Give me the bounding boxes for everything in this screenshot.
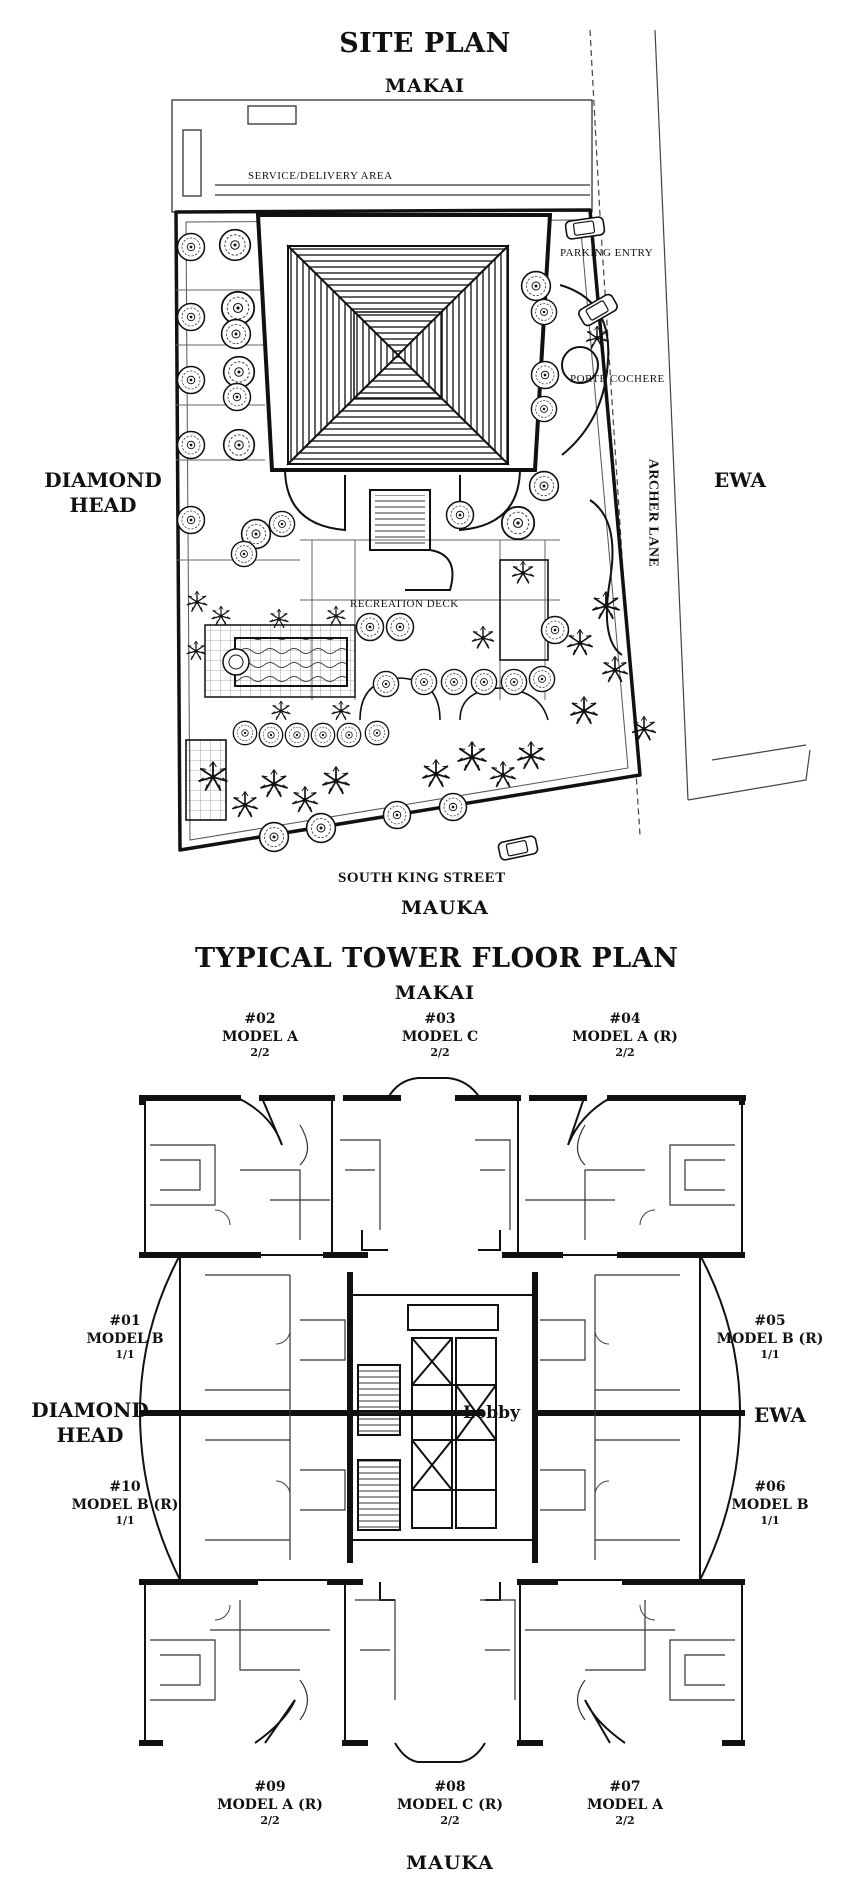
site-diamond-head-label: DIAMOND HEAD [44,468,162,517]
floor-diamond-head-label: DIAMOND HEAD [31,1398,149,1447]
archer-lane-label: ARCHER LANE [645,458,661,568]
parking-entry-label: PARKING ENTRY [560,247,654,259]
tower-roof [255,213,553,472]
site-ewa-label: EWA [714,468,766,492]
pool [204,624,356,698]
recreation-deck-label: RECREATION DECK [350,598,459,610]
archer-lane [589,29,811,836]
floor-makai-label: MAKAI [394,982,476,1004]
floor-plan-title: TYPICAL TOWER FLOOR PLAN [195,943,679,974]
lobby-label: Lobby [463,1403,520,1423]
site-plan-title: SITE PLAN [339,28,511,59]
floor-ewa-label: EWA [754,1403,806,1427]
site-plan-drawing [171,29,811,862]
service-area [171,99,593,213]
floor-plan-drawing [138,1077,746,1763]
service-area-label: SERVICE/DELIVERY AREA [248,170,393,182]
south-king-street-label: SOUTH KING STREET [338,870,506,886]
site-mauka-label: MAUKA [401,897,489,919]
site-makai-label: MAKAI [384,75,466,97]
floor-mauka-label: MAUKA [406,1852,494,1874]
porte-cochere-label: PORTE COCHERE [570,373,665,385]
